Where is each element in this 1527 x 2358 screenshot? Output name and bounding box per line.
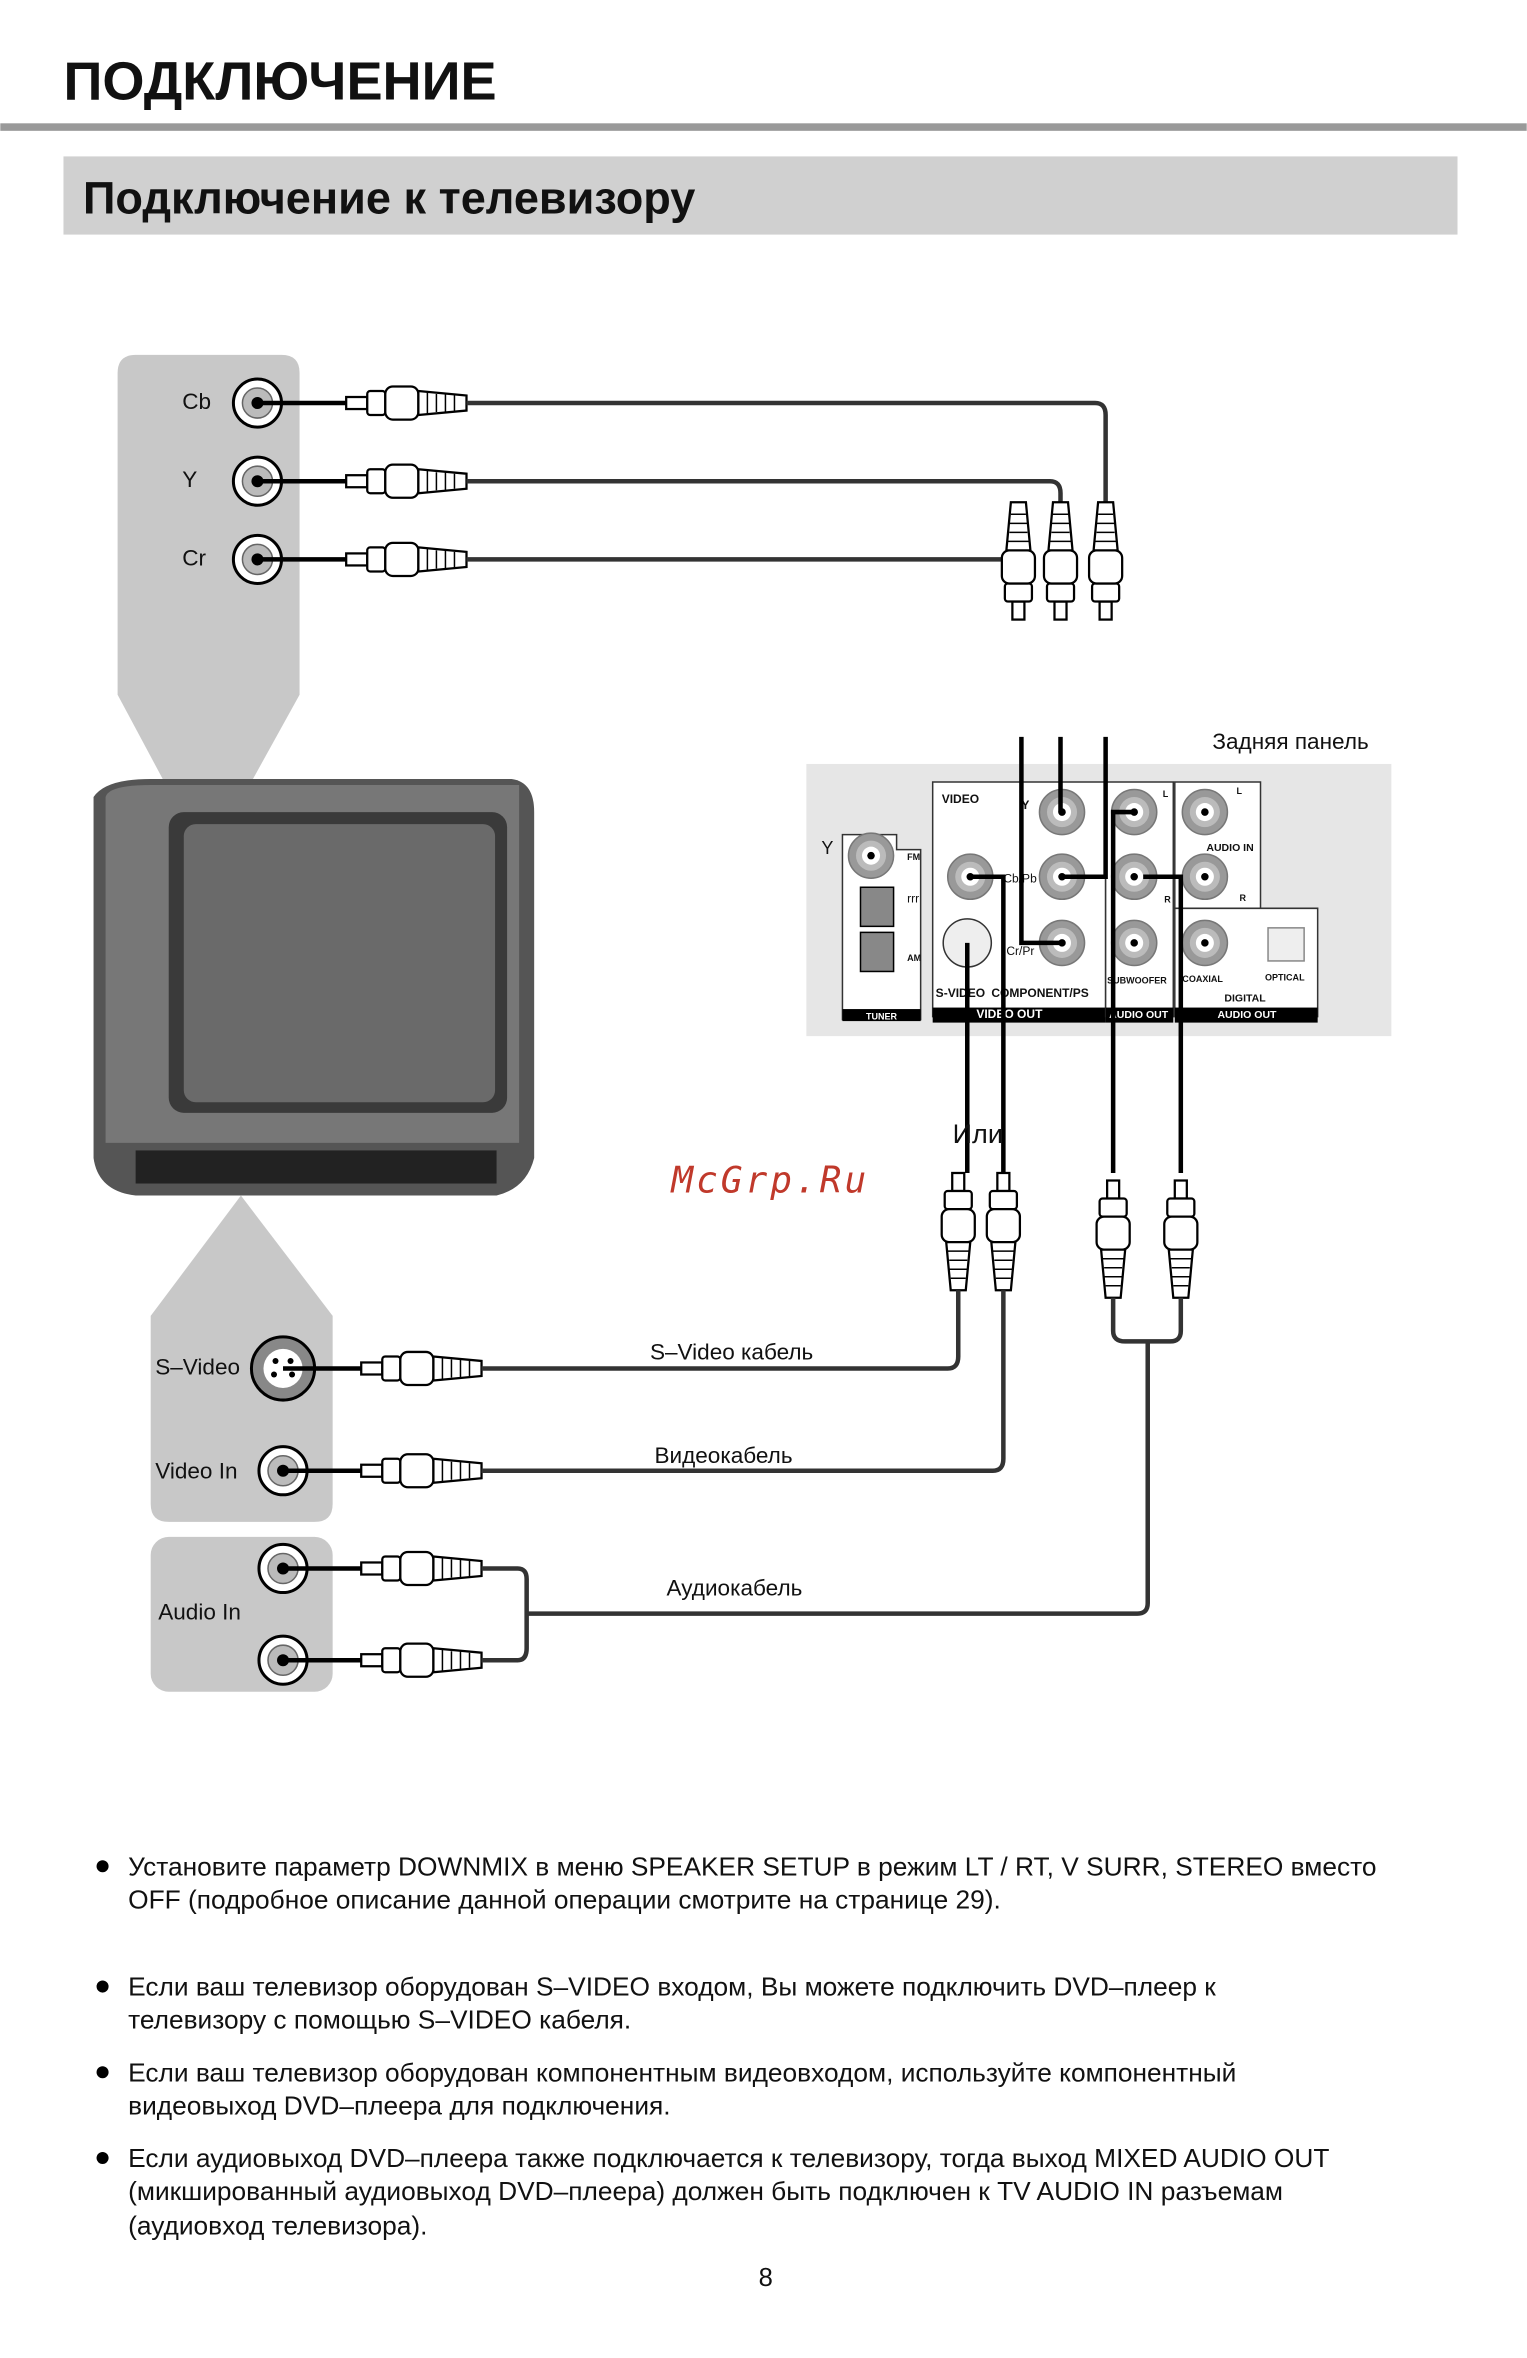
cable-cr bbox=[466, 557, 1021, 620]
plug-audio-r-tv bbox=[360, 1642, 483, 1678]
svg-text:Если ваш телевизор оборудован: Если ваш телевизор оборудован S–VIDEO вх… bbox=[128, 1972, 1216, 2002]
label-video-in: Video In bbox=[155, 1458, 237, 1483]
svg-text:Y: Y bbox=[1021, 798, 1029, 812]
section-title: Подключение к телевизору bbox=[83, 173, 695, 224]
svg-text:телевизору с помощью S–VIDEO к: телевизору с помощью S–VIDEO кабеля. bbox=[128, 2005, 631, 2035]
plug-video-panel bbox=[985, 1171, 1022, 1292]
plug-cr bbox=[345, 541, 468, 578]
svg-text:COAXIAL: COAXIAL bbox=[1182, 974, 1223, 984]
svg-text:DIGITAL: DIGITAL bbox=[1224, 993, 1266, 1005]
svg-text:(аудиовход телевизора).: (аудиовход телевизора). bbox=[128, 2211, 427, 2241]
svg-text:Установите параметр DOWNMIX в: Установите параметр DOWNMIX в меню SPEAK… bbox=[128, 1851, 1376, 1881]
svg-text:L: L bbox=[1236, 786, 1242, 796]
rear-panel-caption: Задняя панель bbox=[1212, 729, 1368, 754]
svg-text:AUDIO OUT: AUDIO OUT bbox=[1217, 1009, 1277, 1021]
svg-text:OFF (подробное описание данной: OFF (подробное описание данной операции … bbox=[128, 1884, 1001, 1914]
audio-out-section: AUDIO OUT L R SUBWOOFER bbox=[1104, 781, 1175, 1023]
or-label: Или bbox=[953, 1119, 1003, 1149]
svg-text:AUDIO IN: AUDIO IN bbox=[1206, 842, 1253, 854]
tv-video-input-panel bbox=[150, 1195, 333, 1522]
plug-audio-l-tv bbox=[360, 1550, 483, 1587]
svg-text:R: R bbox=[1239, 893, 1246, 903]
plug-y bbox=[345, 463, 468, 499]
plug-cb-panel bbox=[1087, 501, 1124, 621]
page-title: ПОДКЛЮЧЕНИЕ bbox=[63, 51, 496, 111]
svg-text:S-VIDEO: S-VIDEO bbox=[936, 986, 985, 1000]
bullet-list: Установите параметр DOWNMIX в меню SPEAK… bbox=[96, 1851, 1377, 2241]
label-cr: Cr bbox=[182, 545, 206, 570]
svg-text:Если аудиовыход DVD–плеера так: Если аудиовыход DVD–плеера также подключ… bbox=[128, 2143, 1329, 2173]
plug-cr-panel bbox=[1000, 501, 1037, 621]
svg-text:VIDEO: VIDEO bbox=[942, 792, 979, 806]
svg-text:SUBWOOFER: SUBWOOFER bbox=[1107, 976, 1167, 986]
svg-text:OPTICAL: OPTICAL bbox=[1265, 972, 1305, 982]
audio-in-digital-section: AUDIO OUT L AUDIO IN R COAXIAL OPTICAL D… bbox=[1174, 781, 1319, 1023]
label-cb: Cb bbox=[182, 389, 211, 414]
tuner-section: Y TUNER FM rrr AM bbox=[821, 832, 922, 1022]
svg-text:TUNER: TUNER bbox=[866, 1012, 898, 1022]
svg-text:AUDIO OUT: AUDIO OUT bbox=[1109, 1009, 1169, 1021]
svg-text:rrr: rrr bbox=[907, 891, 919, 905]
svg-text:VIDEO OUT: VIDEO OUT bbox=[976, 1007, 1043, 1021]
plug-audio-l-panel bbox=[1095, 1179, 1131, 1299]
label-audio-in: Audio In bbox=[158, 1600, 241, 1625]
plug-audio-r-panel bbox=[1163, 1179, 1199, 1299]
plug-cb bbox=[345, 385, 468, 421]
cable-audio bbox=[481, 1297, 1184, 1663]
svg-text:Cr/Pr: Cr/Pr bbox=[1006, 944, 1034, 958]
watermark: McGrp.Ru bbox=[669, 1160, 869, 1202]
cable-video-label: Видеокабель bbox=[654, 1443, 792, 1468]
svg-text:L: L bbox=[1163, 789, 1169, 799]
plug-video-tv bbox=[360, 1453, 483, 1489]
svg-text:AM: AM bbox=[907, 953, 921, 963]
label-svideo: S–Video bbox=[155, 1354, 240, 1379]
page-number: 8 bbox=[759, 2264, 773, 2292]
svg-text:Y: Y bbox=[821, 838, 833, 858]
svg-text:видеовыход DVD–плеера для подк: видеовыход DVD–плеера для подключения. bbox=[128, 2090, 670, 2120]
section-header bbox=[63, 156, 1458, 235]
plug-svideo-tv bbox=[360, 1350, 483, 1387]
svg-text:(микшированный аудиовыход DVD–: (микшированный аудиовыход DVD–плеера) до… bbox=[128, 2176, 1283, 2206]
cable-svideo-label: S–Video кабель bbox=[650, 1339, 813, 1364]
cable-svideo bbox=[481, 1290, 961, 1371]
svg-text:Если ваш телевизор оборудован: Если ваш телевизор оборудован компонентн… bbox=[128, 2057, 1236, 2087]
title-rule bbox=[0, 123, 1527, 131]
cable-y bbox=[466, 478, 1063, 620]
svg-text:COMPONENT/PS: COMPONENT/PS bbox=[991, 986, 1088, 1000]
tv-illustration bbox=[93, 778, 535, 1196]
plug-svideo-panel bbox=[940, 1171, 976, 1292]
label-y: Y bbox=[182, 467, 197, 492]
cable-audio-label: Аудиокабель bbox=[667, 1576, 803, 1601]
cable-video bbox=[481, 1290, 1006, 1473]
cable-cb bbox=[466, 400, 1108, 620]
svg-text:FM: FM bbox=[907, 852, 920, 862]
svg-text:R: R bbox=[1164, 894, 1171, 904]
plug-y-panel bbox=[1042, 501, 1079, 621]
